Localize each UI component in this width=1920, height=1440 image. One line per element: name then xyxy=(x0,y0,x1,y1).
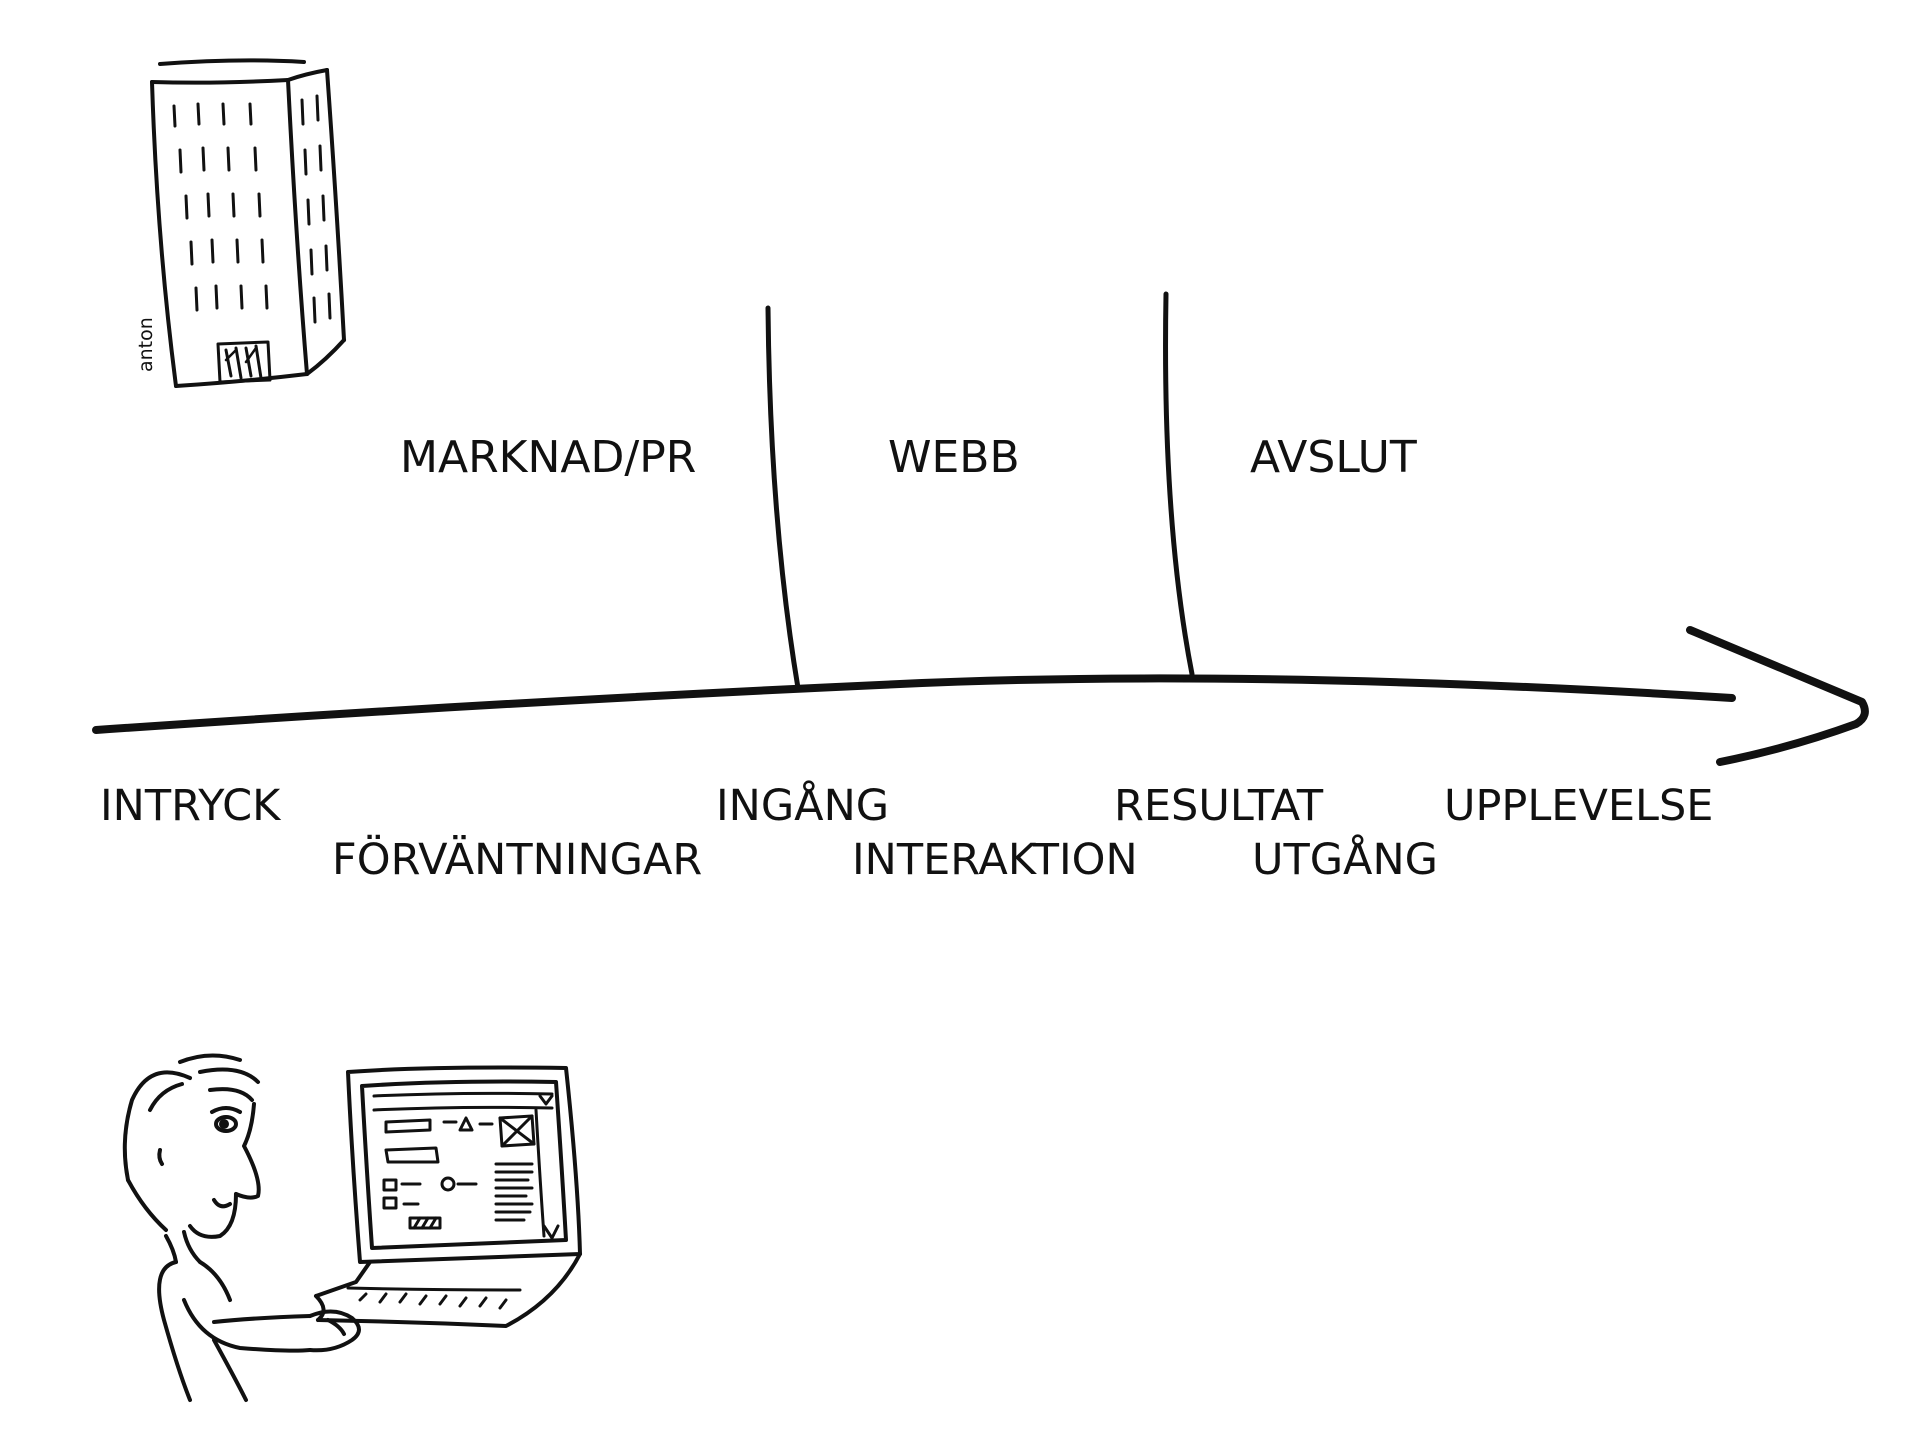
stage-label-resultat: RESULTAT xyxy=(1114,781,1324,831)
phase-label-webb: WEBB xyxy=(888,432,1020,483)
artist-signature: anton xyxy=(135,317,157,372)
user-at-computer-icon xyxy=(122,1053,582,1402)
divider-webb-avslut xyxy=(1163,291,1195,677)
stage-label-forvantningar: FÖRVÄNTNINGAR xyxy=(332,834,702,885)
timeline-arrow xyxy=(92,626,1869,766)
stage-label-utgang: UTGÅNG xyxy=(1252,834,1438,885)
office-building-icon xyxy=(150,58,346,388)
stage-label-intryck: INTRYCK xyxy=(100,781,282,831)
phase-label-avslut: AVSLUT xyxy=(1250,432,1417,483)
stage-label-interaktion: INTERAKTION xyxy=(852,835,1138,885)
stage-label-upplevelse: UPPLEVELSE xyxy=(1444,781,1713,831)
phase-label-marknad: MARKNAD/PR xyxy=(400,432,696,483)
stage-label-ingang: INGÅNG xyxy=(716,780,889,831)
divider-marknad-webb xyxy=(765,305,801,691)
